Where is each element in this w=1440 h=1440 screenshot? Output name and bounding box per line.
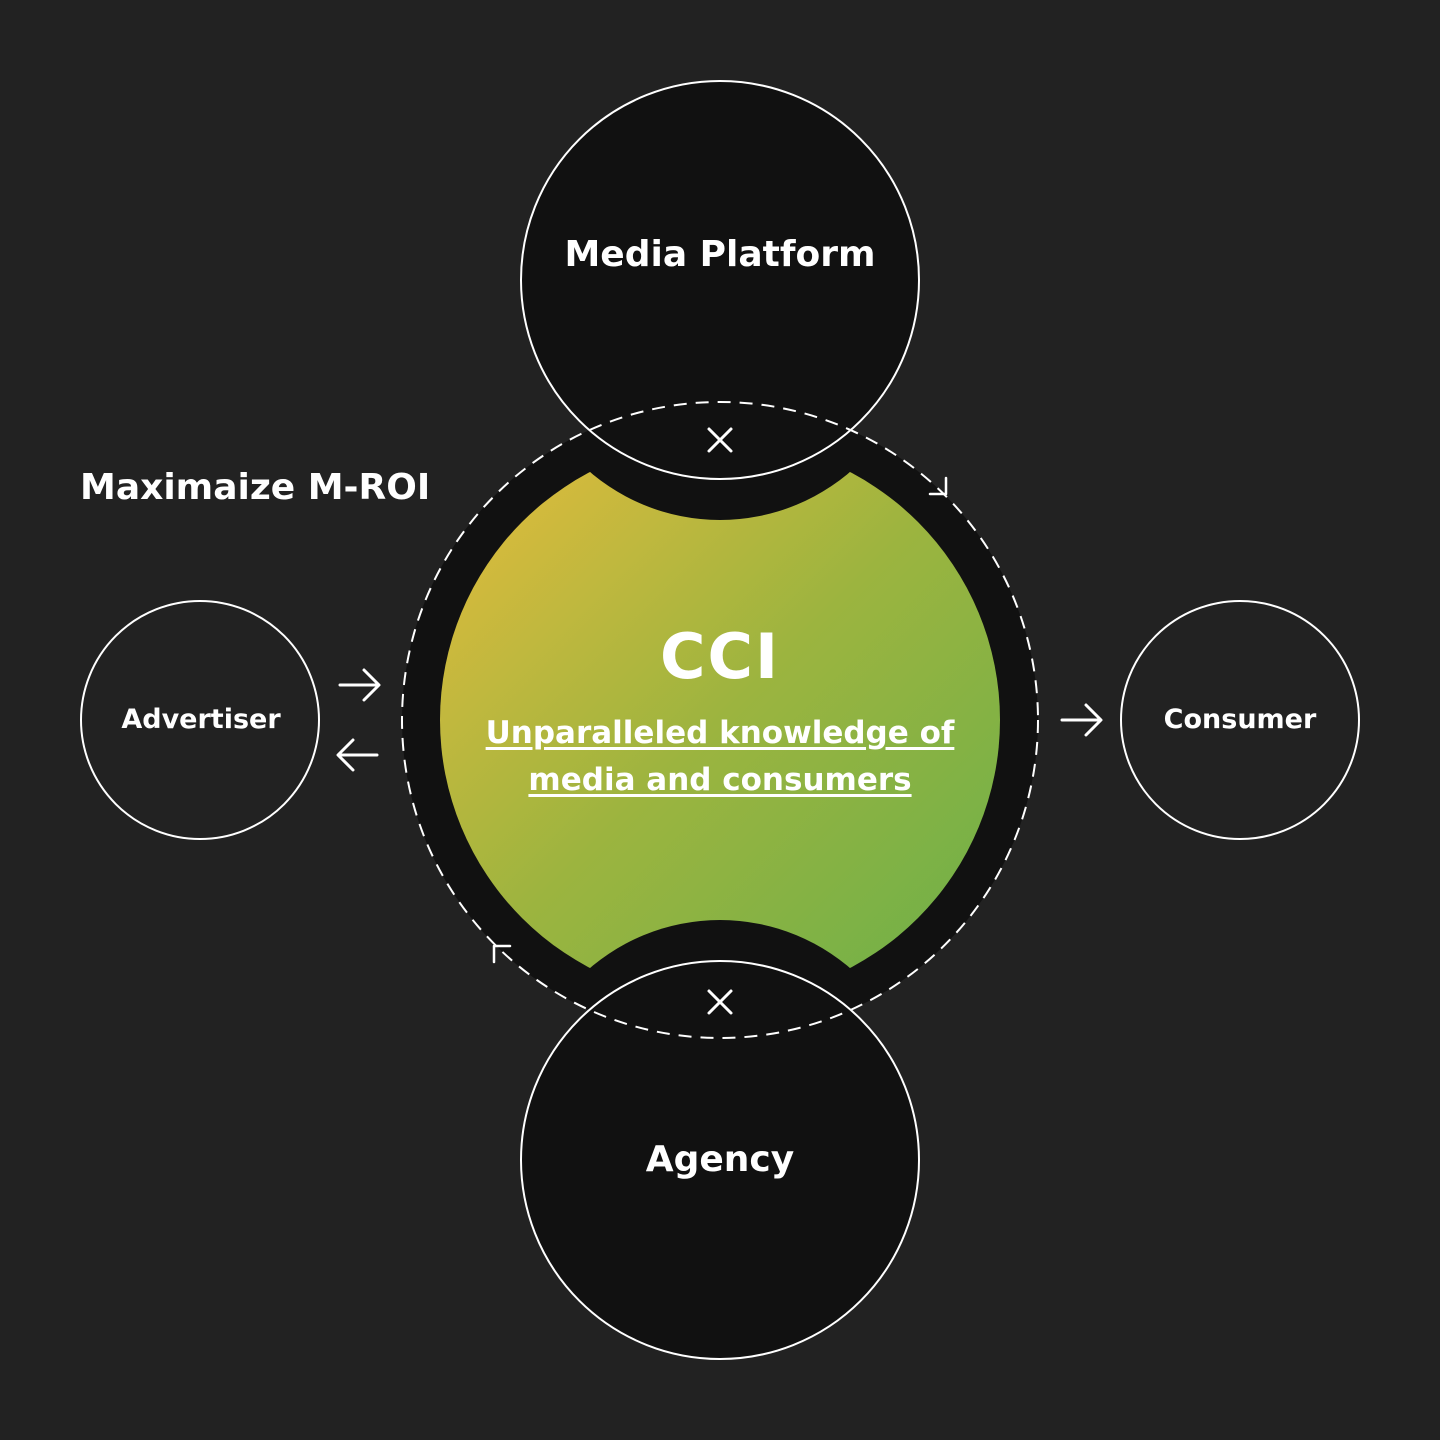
goal-label: Maximaize M-ROI [80,467,431,508]
consumer-label: Consumer [1163,704,1317,735]
multiply-icon [707,427,733,453]
arrow-right-icon [338,668,381,702]
cci-title: CCI [659,620,781,693]
multiply-icon [707,989,733,1015]
media-platform-label: Media Platform [564,234,876,275]
cci-subtitle-link[interactable]: Unparalleled knowledge of media and cons… [485,715,955,798]
cycle-dashed-ring [401,401,1039,1039]
arrow-right-icon [1060,703,1103,737]
consumer-node[interactable] [1120,600,1360,840]
advertiser-label: Advertiser [121,704,281,735]
advertiser-node[interactable] [80,600,320,840]
cycle-arrow-icon [928,476,948,496]
arrow-left-icon [336,738,379,772]
media-platform-node[interactable] [520,80,920,480]
cci-core [440,440,1000,1000]
cycle-arrow-icon [492,944,512,964]
agency-label: Agency [645,1139,795,1180]
agency-node[interactable] [520,960,920,1360]
